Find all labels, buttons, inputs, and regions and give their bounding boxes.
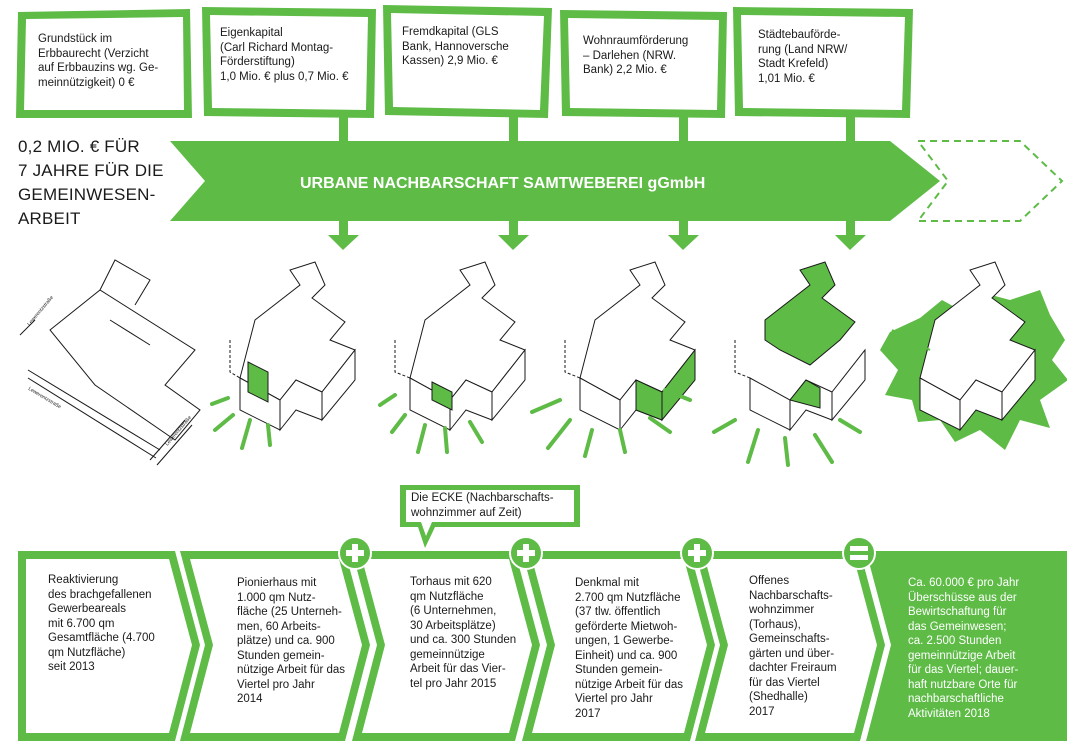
funding-text-4: Wohnraumförderung – Darlehen (NRW. Bank)… [583,35,689,76]
step-text-2: Pionierhaus mit 1.000 qm Nutz- fläche (2… [237,577,346,705]
site-plan [19,259,201,466]
ecke-label: Die ECKE (Nachbarschafts- wohnzimmer auf… [411,492,554,519]
funding-box-2 [202,7,376,118]
step-text-4: Denkmal mit 2.700 qm Nutzfläche (37 tlw.… [575,577,684,720]
funding-box-3 [383,5,552,118]
step-arrow-3 [352,551,540,741]
step-arrow-5 [695,551,885,741]
building-stage-5 [880,261,1067,450]
plus-operator-1 [338,536,372,570]
funding-text-5: Städtebauförde- rung (Land NRW/ Stadt Kr… [758,29,848,85]
step-arrow-1 [18,551,200,741]
building-stage-1 [229,261,356,432]
step-text-3: Torhaus mit 620 qm Nutzfläche (6 Unterne… [410,576,517,690]
plus-operator-3 [680,536,714,570]
funding-text-1: Grundstück im Erbbaurecht (Verzicht auf … [38,33,159,89]
step-arrow-4 [522,551,715,741]
building-stage-2 [394,261,526,432]
equals-operator [842,536,876,570]
step-text-1: Reaktivierung des brachgefallenen Gewerb… [48,574,155,673]
gemeinwesen-funding-title: 0,2 MIO. € FÜR 7 JAHRE FÜR DIE GEMEINWES… [18,137,164,228]
building-stage-3 [564,261,696,432]
building-stage-4 [734,261,866,432]
funding-text-2: Eigenkapital (Carl Richard Montag- Förde… [220,27,349,83]
result-text: Ca. 60.000 € pro Jahr Überschüsse aus de… [908,577,1020,720]
step-text-5: Offenes Nachbarschafts- wohnzimmer (Torh… [749,575,837,718]
light-rays [210,388,862,467]
funding-box-5 [733,7,913,118]
plus-operator-2 [509,536,543,570]
step-arrow-2 [180,551,370,741]
ecke-bubble [400,485,580,548]
funding-box-4 [560,10,727,118]
funding-box-1 [16,9,192,118]
main-arrow-label: URBANE NACHBARSCHAFT SAMTWEBEREI gGmbH [300,175,706,192]
box-connectors [339,117,855,147]
funding-text-3: Fremdkapital (GLS Bank, Hannoversche Kas… [402,26,509,67]
result-arrow [866,551,1067,741]
down-arrows [328,221,866,250]
dashed-continuation-arrow [916,140,1064,222]
main-arrow [170,141,940,221]
